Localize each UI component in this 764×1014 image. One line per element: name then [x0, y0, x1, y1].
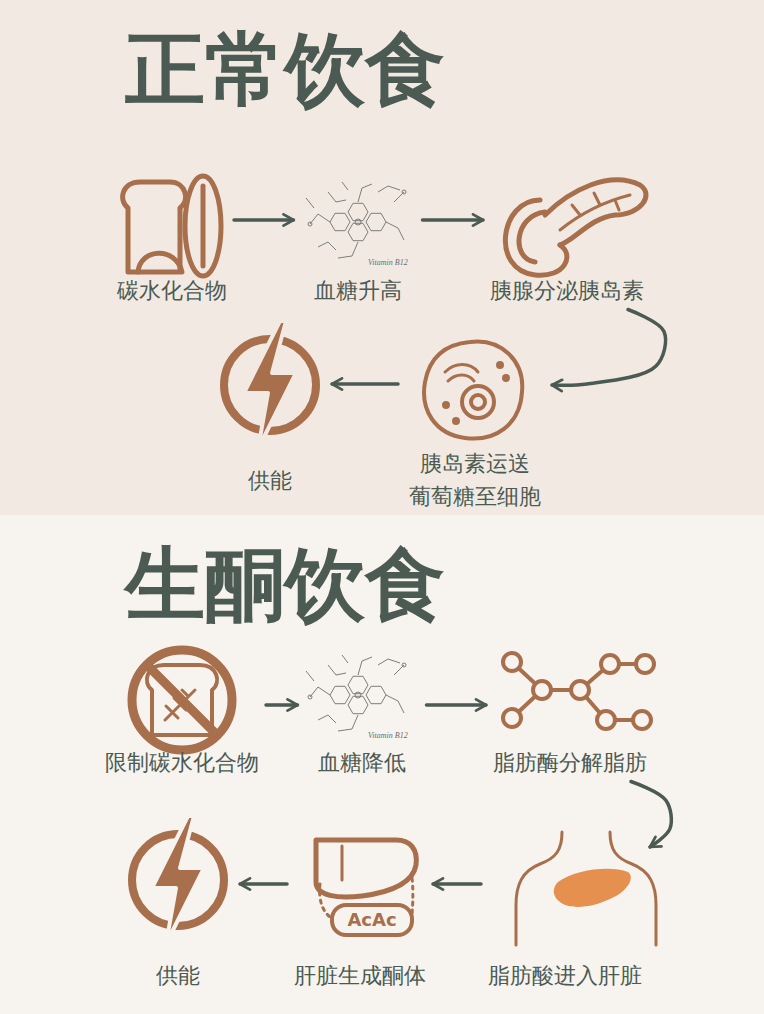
carb-step: 碳水化合物: [115, 170, 229, 307]
step-label: 胰腺分泌胰岛素: [490, 274, 644, 307]
flow-arrow: [234, 218, 294, 222]
flow-arrow: [332, 382, 398, 386]
liver-icon: [316, 840, 416, 935]
pancreas-step: 胰腺分泌胰岛素: [488, 170, 646, 307]
ketone-tag: AcAc: [347, 909, 396, 931]
flow-arrow: [552, 310, 666, 386]
step-label: 限制碳水化合物: [105, 746, 259, 779]
molecule-caption: Vitamin B12: [368, 258, 408, 268]
no-carb-icon: [132, 650, 232, 750]
fat-molecule-icon: [503, 653, 654, 729]
step-label: 脂肪酸进入肝脏: [488, 959, 642, 992]
power-icon: [224, 321, 316, 449]
step-label: 血糖升高: [314, 274, 402, 307]
step-label: 肝脏生成酮体: [294, 959, 426, 992]
no-carb-step: 限制碳水化合物: [103, 645, 261, 779]
section-heading: 正常饮食: [125, 22, 445, 118]
cell-step: 胰岛素运送 葡萄糖至细胞: [403, 340, 547, 513]
flow-arrow: [631, 782, 671, 848]
fatty-acid-step: 脂肪酸进入肝脏: [486, 825, 644, 992]
energy-step: 供能: [213, 320, 327, 497]
step-label: 胰岛素运送 葡萄糖至细胞: [405, 447, 545, 513]
section-band: 正常饮食碳水化合物 血糖升高 胰腺分泌胰岛素供能 胰岛素运送 葡萄糖至细胞: [0, 0, 764, 515]
pancreas-icon: [505, 180, 646, 275]
flow-arrow: [266, 703, 298, 707]
cell-icon: [424, 342, 522, 439]
lipase-step: 脂肪酶分解脂肪: [491, 640, 649, 779]
step-label: 碳水化合物: [117, 274, 227, 307]
bottom-ground: [0, 515, 764, 1014]
molecule-caption: Vitamin B12: [368, 731, 408, 741]
flow-arrow: [433, 882, 481, 886]
energy-step: 供能: [121, 815, 235, 992]
flow-arrow: [423, 218, 484, 222]
blood-sugar-step: 血糖降低: [303, 645, 422, 779]
step-label: 供能: [156, 959, 200, 992]
top-ground: [0, 0, 764, 515]
flow-arrow: [427, 703, 487, 707]
blood-sugar-step: 血糖升高: [299, 170, 418, 307]
bread-icon: [123, 176, 221, 276]
step-label: 供能: [248, 464, 292, 497]
flow-arrow: [240, 882, 287, 886]
step-label: 血糖降低: [318, 746, 406, 779]
section-band: 生酮饮食限制碳水化合物 血糖降低 脂肪酶分解脂肪供能 肝脏生成酮体 脂肪酸进入肝脏: [0, 515, 764, 1014]
power-icon: [132, 816, 224, 944]
body-icon: [516, 832, 656, 945]
step-label: 脂肪酶分解脂肪: [493, 746, 647, 779]
molecule-icon: [306, 655, 406, 731]
molecule-icon: [306, 182, 406, 258]
section-heading: 生酮饮食: [125, 537, 445, 633]
